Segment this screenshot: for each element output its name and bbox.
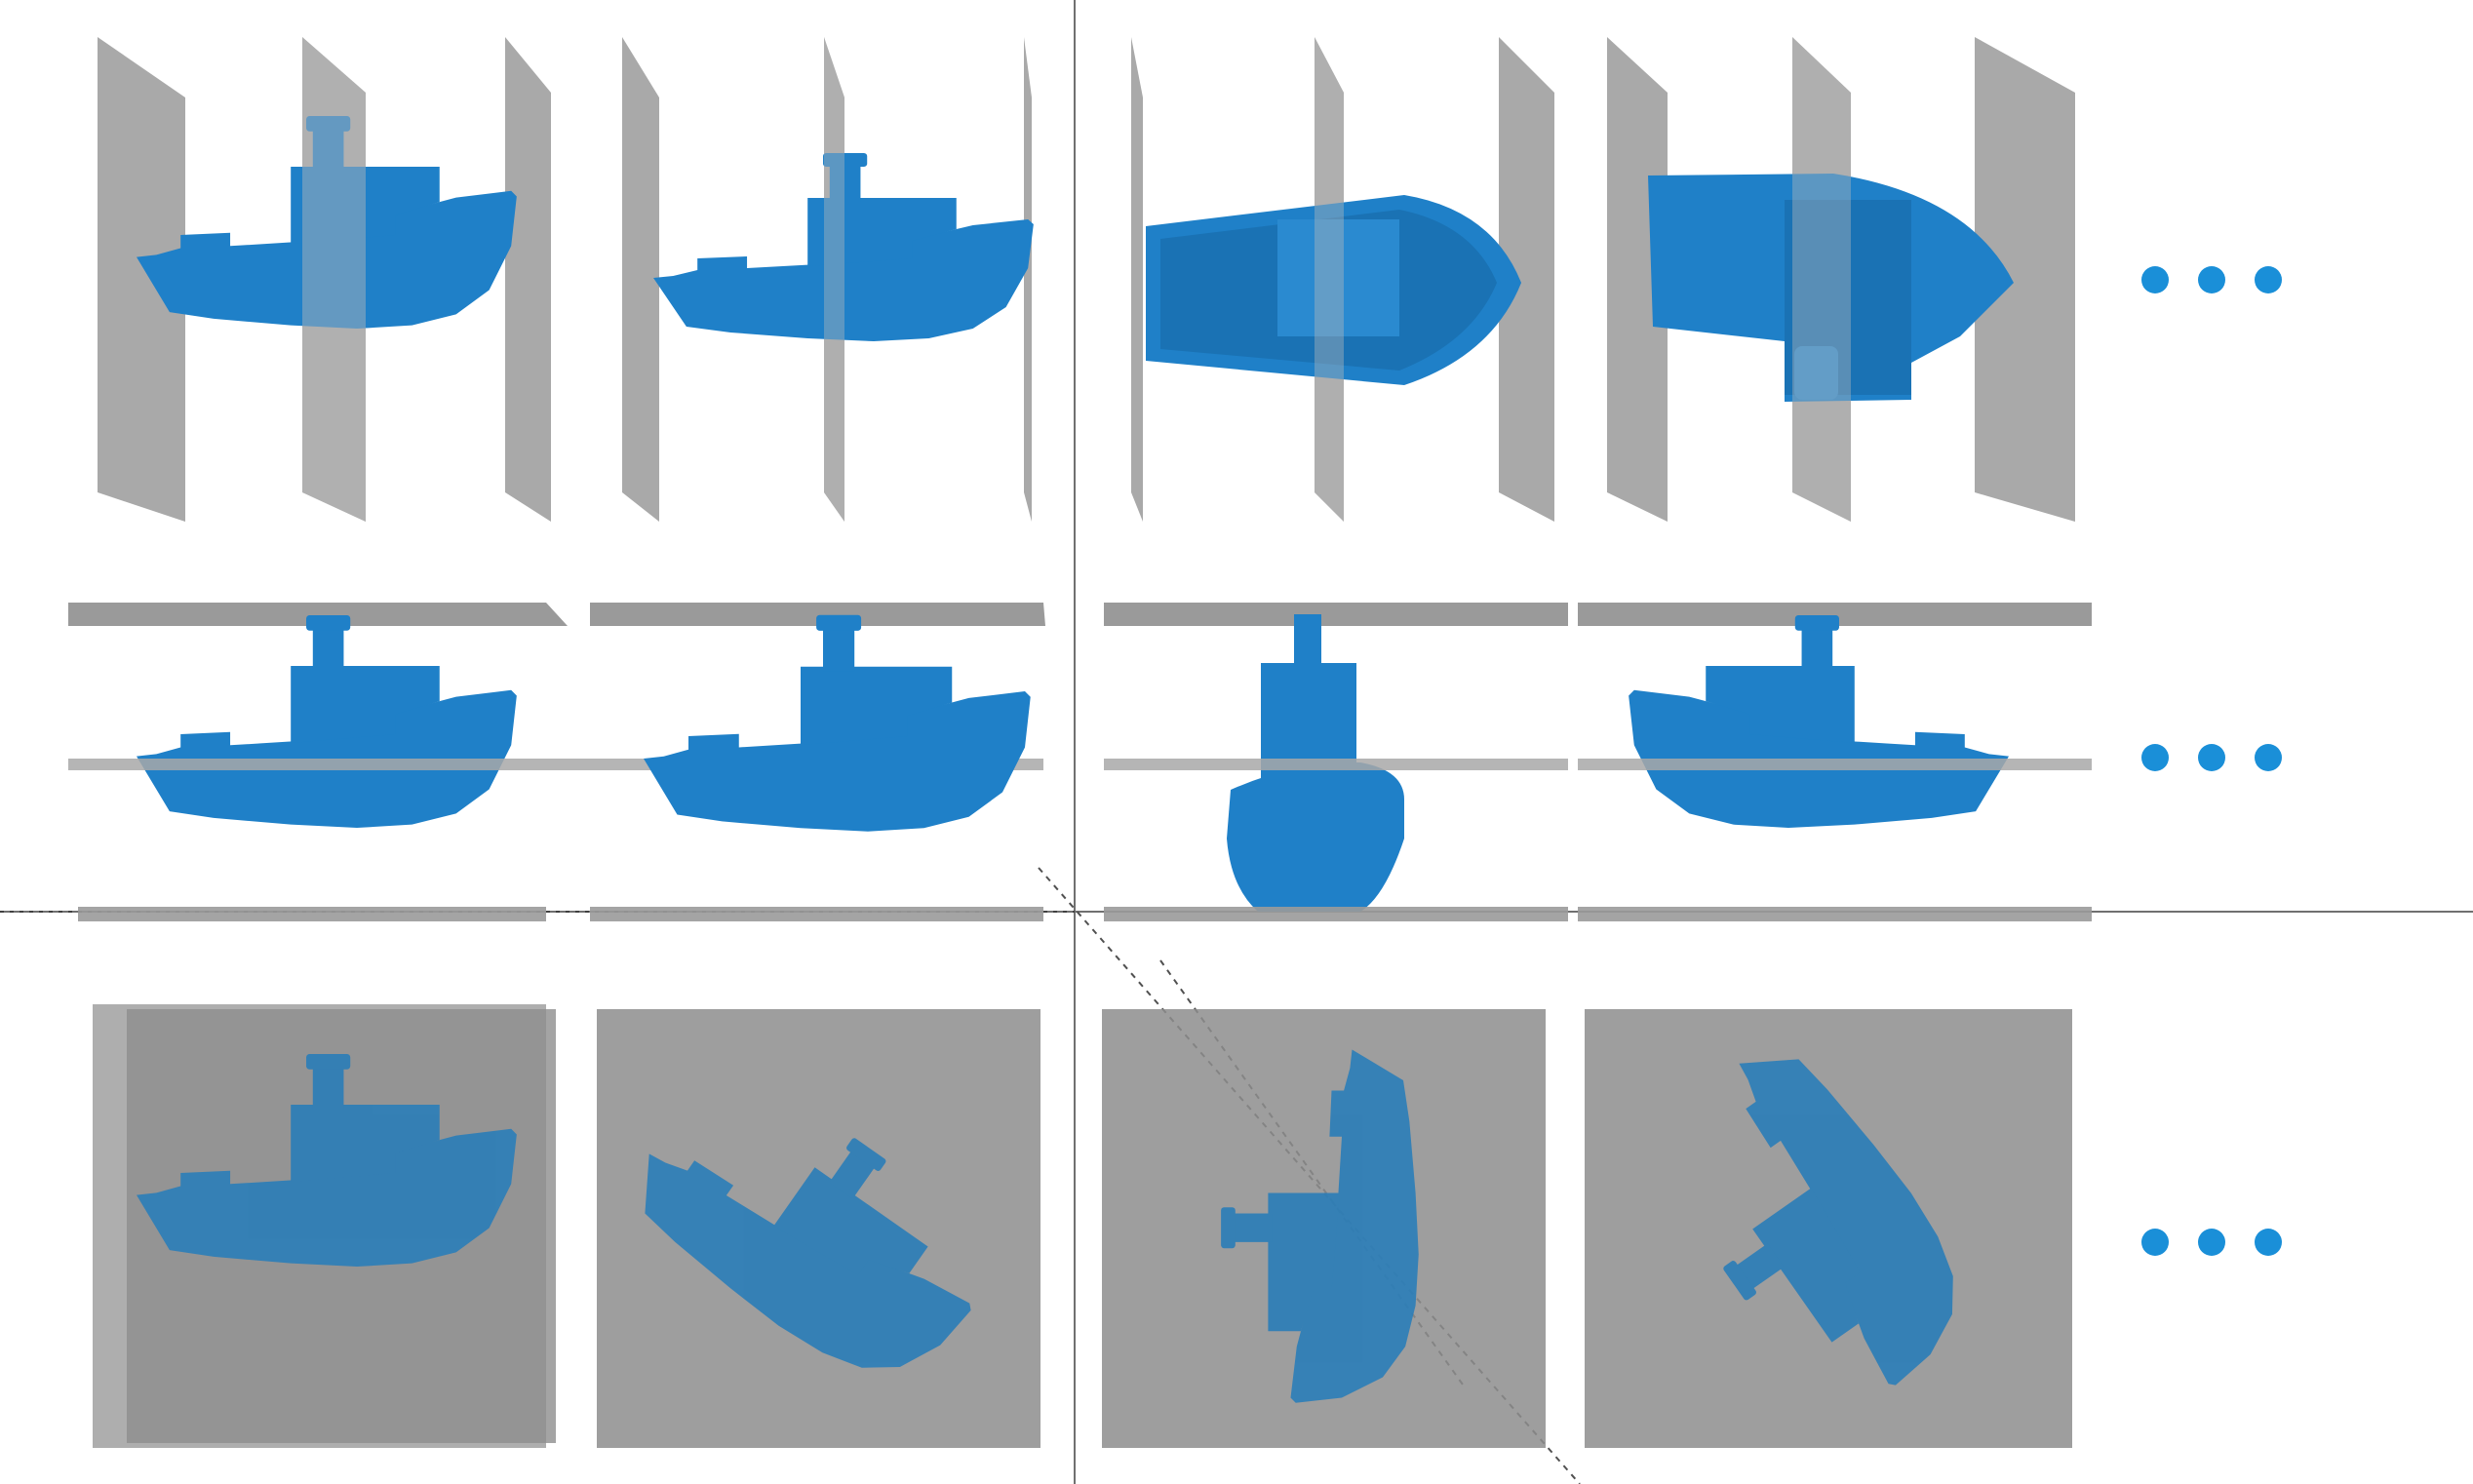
- more-views-indicator-row-1: [2141, 266, 2282, 293]
- boat-model: [1629, 614, 2009, 829]
- slicing-plane: [1578, 759, 2092, 770]
- slicing-plane: [1024, 37, 1032, 522]
- slicing-plane: [1104, 759, 1568, 770]
- slicing-plane: [1499, 37, 1554, 522]
- ellipsis-dot: [2255, 1229, 2282, 1256]
- boat-model: [644, 614, 1031, 832]
- ellipsis-dot: [2198, 1229, 2225, 1256]
- panel-three-quarter-right-horizontal: [1578, 603, 2092, 921]
- slicing-plane-front: [1792, 37, 1851, 522]
- slicing-plane: [78, 907, 546, 921]
- ellipsis-dot: [2255, 744, 2282, 771]
- slicing-plane: [1104, 907, 1568, 921]
- panel-tilted-bottom-vertical: [1607, 37, 2075, 522]
- boat-chimney: [1794, 346, 1838, 400]
- boat-model: [137, 614, 517, 829]
- panel-three-quarter-vertical: [622, 37, 1034, 522]
- panel-rotated-90-depth: [1102, 1009, 1546, 1448]
- panel-rotated-45-depth: [597, 1009, 1040, 1448]
- ellipsis-dot: [2198, 744, 2225, 771]
- row-depth-slicing: [93, 1004, 2072, 1448]
- slicing-plane: [622, 37, 659, 522]
- row-vertical-slicing: [98, 37, 2075, 522]
- panel-front-horizontal: [1104, 603, 1568, 921]
- row-horizontal-slicing: [68, 603, 2092, 921]
- panel-side-vertical: [98, 37, 551, 522]
- slicing-plane: [68, 603, 568, 626]
- slicing-plane: [1104, 603, 1568, 626]
- slicing-plane: [590, 603, 1045, 626]
- slicing-plane-front: [1315, 37, 1344, 522]
- ellipsis-dot: [2198, 266, 2225, 293]
- panel-rotated-135-depth: [1585, 1009, 2072, 1448]
- boat-chimney: [1294, 614, 1321, 673]
- more-views-indicator-row-3: [2141, 1229, 2282, 1256]
- panel-three-quarter-horizontal: [590, 603, 1045, 921]
- boat-deck-block: [1277, 219, 1399, 336]
- slicing-plane: [1578, 603, 2092, 626]
- slicing-plane: [590, 907, 1043, 921]
- slicing-plane: [505, 37, 551, 522]
- ellipsis-dot: [2141, 1229, 2169, 1256]
- more-views-indicator-row-2: [2141, 744, 2282, 771]
- slicing-plane: [1578, 907, 2092, 921]
- slicing-plane-front: [302, 37, 366, 522]
- slicing-plane-front: [824, 37, 844, 522]
- ellipsis-dot: [2255, 266, 2282, 293]
- slicing-plane: [98, 37, 185, 522]
- slicing-plane: [1975, 37, 2075, 522]
- boat-model: [1227, 762, 1404, 912]
- slicing-plane: [1131, 37, 1143, 522]
- panel-bottom-vertical: [1131, 37, 1554, 522]
- ellipsis-dot: [2141, 266, 2169, 293]
- slicing-plane: [1607, 37, 1668, 522]
- ellipsis-dot: [2141, 744, 2169, 771]
- panel-side-depth: [93, 1004, 556, 1448]
